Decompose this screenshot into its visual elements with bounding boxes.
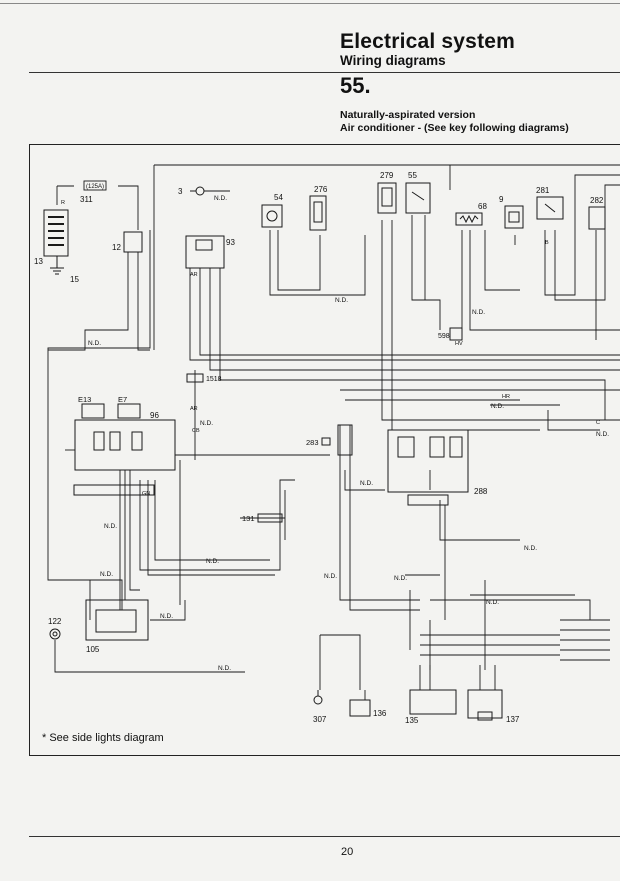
label-122: 122	[48, 617, 62, 626]
label-307: 307	[313, 715, 327, 724]
label-9: 9	[499, 195, 504, 204]
wire-code: R	[61, 200, 65, 206]
footnote: * See side lights diagram	[42, 732, 164, 744]
nd-label: N.D.	[394, 575, 407, 582]
component-288: 288	[387, 429, 488, 506]
nd-label: N.D.	[88, 340, 101, 347]
label-598: 598	[438, 333, 450, 340]
nd-label: N.D.	[100, 571, 113, 578]
label-1518: 1518	[206, 376, 222, 383]
top-edge-line	[0, 3, 620, 4]
label-E13: E13	[78, 395, 91, 404]
component-137: 137	[467, 689, 520, 724]
label-105: 105	[86, 645, 100, 654]
nd-label: N.D.	[486, 599, 499, 606]
label-12: 12	[112, 243, 121, 252]
wire-code: CB	[192, 428, 200, 434]
label-283: 283	[306, 438, 319, 447]
component-282: 282	[588, 196, 606, 230]
label-93: 93	[226, 238, 235, 247]
label-E7: E7	[118, 395, 127, 404]
component-131: 131	[242, 513, 283, 523]
nd-label: N.D.	[104, 523, 117, 530]
section-number: 55.	[340, 73, 371, 98]
label-135: 135	[405, 716, 419, 725]
nd-label: N.D.	[360, 480, 373, 487]
wire-code: HR	[502, 394, 510, 400]
label-281: 281	[536, 186, 550, 195]
component-279: 279	[377, 171, 397, 214]
nd-label: N.D.	[200, 420, 213, 427]
component-283: 283	[306, 424, 353, 456]
component-307: 307	[313, 690, 327, 724]
component-55: 55	[405, 171, 431, 214]
footer-rule	[29, 836, 620, 837]
wire-code: HV	[455, 341, 463, 347]
nd-labels: N.D. N.D. N.D. N.D. N.D. N.D. N.D. N.D. …	[88, 297, 609, 672]
component-598: 598	[438, 327, 463, 341]
component-93: 93	[185, 235, 235, 269]
fuse-label: (125A)	[86, 184, 104, 190]
label-54: 54	[274, 193, 283, 202]
connector-3: 3 N.D.	[178, 186, 230, 202]
battery-13: 13	[34, 209, 69, 268]
label-279: 279	[380, 171, 394, 180]
label-15: 15	[70, 275, 79, 284]
label-96: 96	[150, 411, 159, 420]
nd-label: N.D.	[335, 297, 348, 304]
label-3: 3	[178, 187, 183, 196]
component-122: 122	[48, 617, 62, 640]
ground-15: 15	[50, 267, 79, 284]
nd-label: N.D.	[524, 545, 537, 552]
label-68: 68	[478, 202, 487, 211]
relay-block-96: E13 E7 96	[73, 395, 176, 496]
label-276: 276	[314, 185, 328, 194]
component-136: 136	[349, 699, 387, 718]
wire-code: GN	[142, 491, 150, 497]
label-136: 136	[373, 709, 387, 718]
component-9: 9	[499, 195, 524, 229]
nd-label: N.D.	[160, 613, 173, 620]
page-subtitle: Wiring diagrams	[340, 53, 446, 68]
label-137: 137	[506, 715, 520, 724]
nd-label: N.D.	[206, 558, 219, 565]
component-281: 281	[536, 186, 564, 220]
label-13: 13	[34, 257, 43, 266]
component-135: 135	[405, 689, 457, 725]
label-131: 131	[242, 514, 255, 523]
page-number: 20	[341, 846, 354, 858]
wire-code: AR	[190, 406, 198, 412]
wire-code: B	[545, 240, 549, 246]
diagram-frame	[29, 144, 620, 756]
nd-label: N.D.	[472, 309, 485, 316]
component-54: 54	[261, 193, 283, 228]
nd-label: N.D.	[491, 403, 504, 410]
nd-label-3: N.D.	[214, 195, 227, 202]
label-288: 288	[474, 487, 488, 496]
header-rule	[29, 72, 620, 73]
component-105: 105	[85, 599, 149, 654]
caption-system: Air conditioner - (See key following dia…	[340, 122, 569, 134]
nd-label: N.D.	[596, 431, 609, 438]
wire-codes: AR AR GN CB R HV HR C B	[61, 200, 600, 497]
fuse-311: (125A) 311	[80, 180, 107, 204]
page-title: Electrical system	[340, 30, 516, 53]
component-1518: 1518	[186, 373, 222, 383]
nd-label: N.D.	[218, 665, 231, 672]
component-12: 12	[112, 231, 143, 253]
label-311: 311	[80, 195, 93, 204]
label-282: 282	[590, 196, 604, 205]
component-68: 68	[455, 202, 487, 226]
component-276: 276	[309, 185, 328, 231]
nd-label: N.D.	[324, 573, 337, 580]
wire-code: AR	[190, 272, 198, 278]
wire-code: C	[596, 420, 600, 426]
caption-version: Naturally-aspirated version	[340, 109, 476, 121]
label-55: 55	[408, 171, 417, 180]
